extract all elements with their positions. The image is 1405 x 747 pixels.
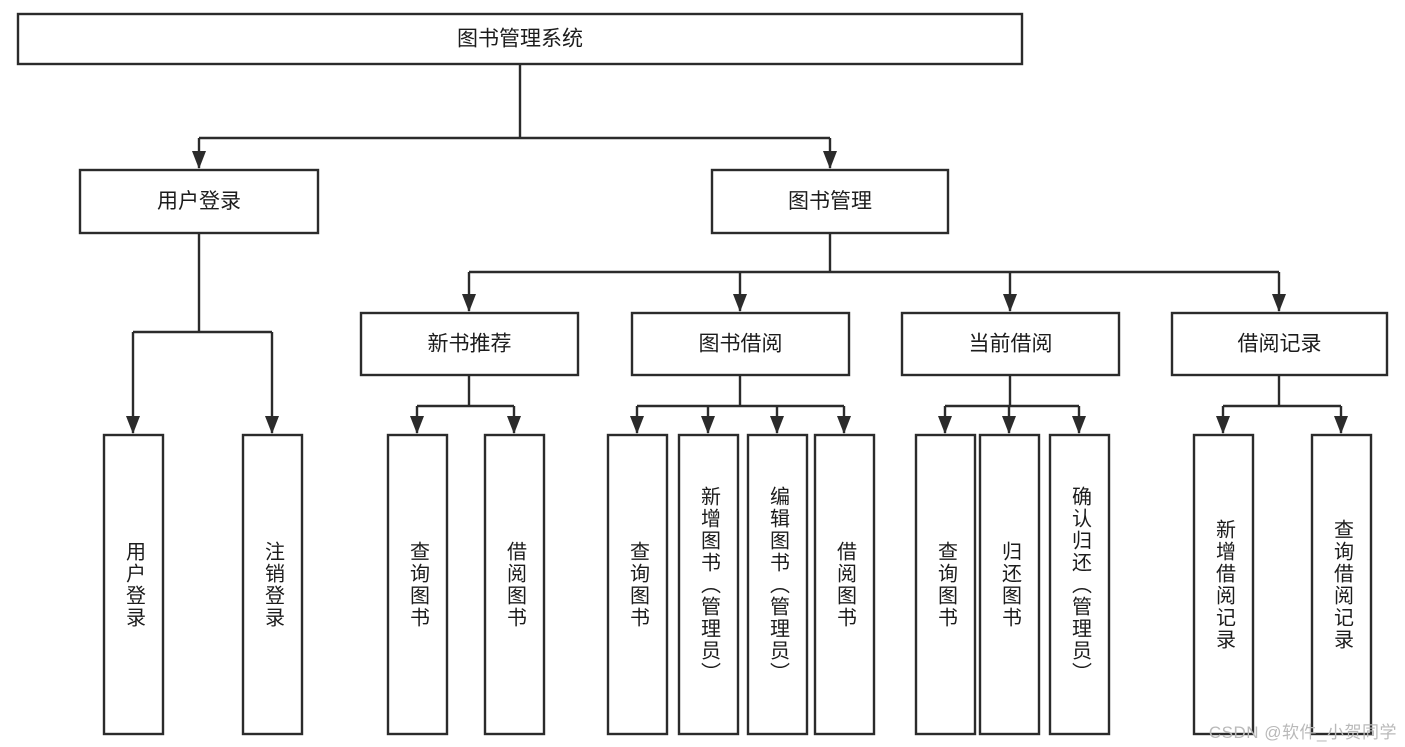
node-rect[interactable] [483,433,546,736]
node-leaf-leaf-query-book-2[interactable] [606,433,669,736]
node-label: 新书推荐 [428,333,512,356]
arrow-head-icon [192,151,206,169]
arrow-head-icon [837,416,851,434]
arrow-head-icon [770,416,784,434]
node-rect[interactable] [359,311,580,377]
node-rect[interactable] [677,433,740,736]
arrow-head-icon [126,416,140,434]
arrow-head-icon [1272,294,1286,312]
node-rect[interactable] [78,168,320,235]
connector-root-to-level2 [192,64,837,169]
node-rect[interactable] [630,311,851,377]
node-leaf-leaf-query-book-1[interactable] [386,433,449,736]
node-leaf-leaf-query-book-3[interactable] [914,433,977,736]
connector-book-management-to-level3 [462,233,1286,312]
node-rect[interactable] [1310,433,1373,736]
node-level3-current-borrow[interactable]: 当前借阅 [900,311,1121,377]
node-leaf-leaf-borrow-book-1[interactable] [483,433,546,736]
node-rect[interactable] [978,433,1041,736]
node-leaf-leaf-add-record[interactable] [1192,433,1255,736]
node-label: 图书管理系统 [457,28,583,51]
node-level2-user-login[interactable]: 用户登录 [78,168,320,235]
arrow-head-icon [1003,294,1017,312]
arrow-head-icon [733,294,747,312]
node-label: 用户登录 [157,190,241,213]
arrow-head-icon [1216,416,1230,434]
node-level2-book-management[interactable]: 图书管理 [710,168,950,235]
node-rect[interactable] [241,433,304,736]
node-leaf-leaf-add-book[interactable] [677,433,740,736]
node-rect[interactable] [813,433,876,736]
arrow-head-icon [410,416,424,434]
node-rect[interactable] [710,168,950,235]
node-leaf-leaf-borrow-book-2[interactable] [813,433,876,736]
arrow-head-icon [701,416,715,434]
node-leaf-leaf-return-book[interactable] [978,433,1041,736]
connector-current-borrow-to-leaves [938,375,1086,434]
arrow-head-icon [1334,416,1348,434]
node-rect[interactable] [914,433,977,736]
connector-new-book-to-leaves [410,375,521,434]
node-rect[interactable] [102,433,165,736]
node-leaf-leaf-edit-book[interactable] [746,433,809,736]
node-rect[interactable] [16,12,1024,66]
node-leaf-leaf-user-logout[interactable] [241,433,304,736]
arrow-head-icon [265,416,279,434]
connector-user-login-to-leaves [126,233,279,434]
arrow-head-icon [823,151,837,169]
node-label: 当前借阅 [969,333,1053,356]
arrow-head-icon [507,416,521,434]
arrow-head-icon [462,294,476,312]
arrow-head-icon [1002,416,1016,434]
connector-borrow-record-to-leaves [1216,375,1348,434]
node-leaf-leaf-confirm-return[interactable] [1048,433,1111,736]
node-rect[interactable] [606,433,669,736]
connector-layer [126,64,1348,434]
arrow-head-icon [630,416,644,434]
node-rect[interactable] [386,433,449,736]
node-title-title[interactable]: 图书管理系统 [16,12,1024,66]
node-leaf-leaf-query-record[interactable] [1310,433,1373,736]
node-rect[interactable] [1170,311,1389,377]
node-leaf-leaf-user-login[interactable] [102,433,165,736]
node-label: 图书借阅 [699,333,783,356]
node-rect[interactable] [1192,433,1255,736]
watermark-text: CSDN @软件_小贺同学 [1208,723,1397,742]
node-rect[interactable] [746,433,809,736]
node-level3-borrow-record[interactable]: 借阅记录 [1170,311,1389,377]
node-rect[interactable] [900,311,1121,377]
node-label: 借阅记录 [1238,333,1322,356]
arrow-head-icon [1072,416,1086,434]
node-label: 图书管理 [788,190,872,213]
node-level3-book-borrow[interactable]: 图书借阅 [630,311,851,377]
node-level3-new-book-recommend[interactable]: 新书推荐 [359,311,580,377]
node-rect[interactable] [1048,433,1111,736]
connector-book-borrow-to-leaves [630,375,851,434]
arrow-head-icon [938,416,952,434]
